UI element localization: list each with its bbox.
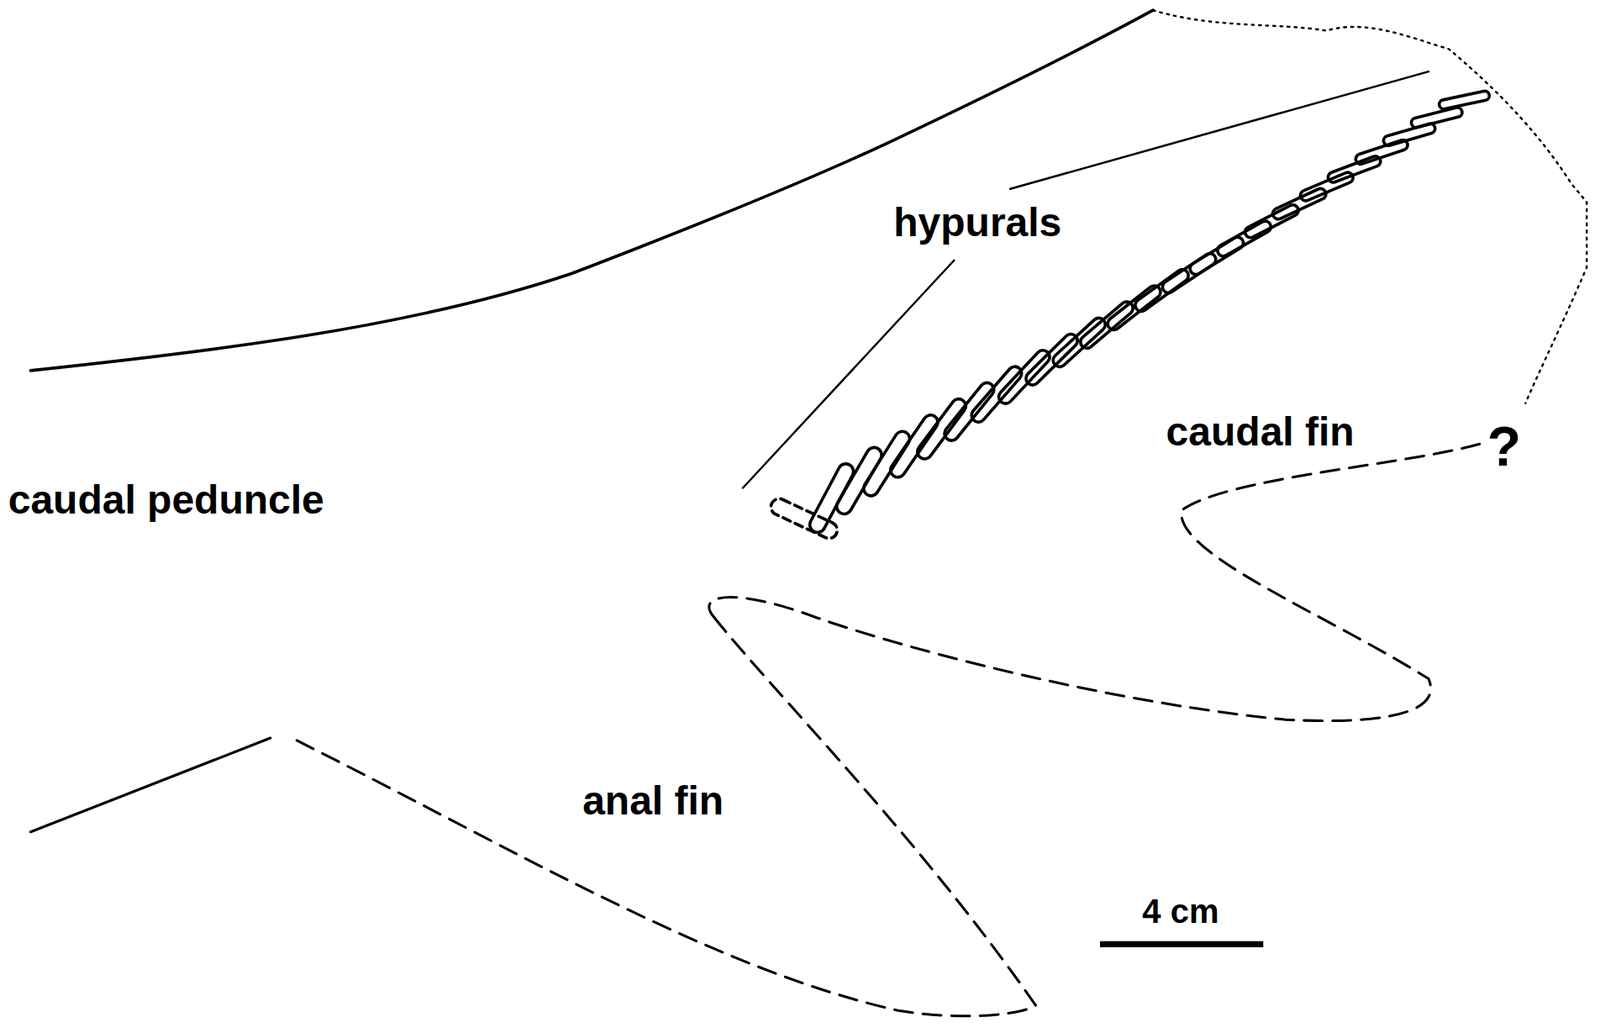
hypural-rod	[833, 444, 885, 517]
part-label: caudal fin	[1166, 411, 1355, 453]
hypural-rod	[860, 428, 913, 499]
question-mark: ?	[1487, 418, 1522, 474]
hypural-rod	[887, 411, 941, 480]
hypural-rod	[1438, 89, 1491, 110]
dorsal-outline	[30, 10, 1153, 371]
hypural-rod	[1188, 235, 1247, 277]
hypural-rod	[1132, 267, 1191, 314]
hypural-rod	[1410, 106, 1464, 129]
hypural-rod	[1242, 203, 1300, 240]
scale-label: 4 cm	[1142, 894, 1219, 928]
part-label: anal fin	[582, 780, 724, 822]
leader-line	[742, 260, 954, 489]
caudal-fin-lower-lobe	[709, 443, 1480, 721]
part-label: caudal peduncle	[8, 479, 325, 521]
scale-bar	[1100, 941, 1264, 948]
hypural-rod	[914, 395, 969, 462]
hypural-rod	[1298, 170, 1355, 203]
part-label: hypurals	[893, 202, 1062, 243]
ventral-outline	[30, 737, 270, 832]
hypural-rod	[1271, 186, 1328, 222]
fin-margin-dotted	[1152, 10, 1587, 404]
hypural-rod	[942, 379, 997, 443]
anal-fin-outline	[295, 617, 1036, 1016]
hypural-rod-dashed	[768, 495, 840, 542]
leader-line	[1010, 71, 1429, 190]
hypural-rod	[1215, 219, 1273, 258]
hypural-rod	[1160, 251, 1219, 295]
hypural-rods	[768, 89, 1490, 541]
